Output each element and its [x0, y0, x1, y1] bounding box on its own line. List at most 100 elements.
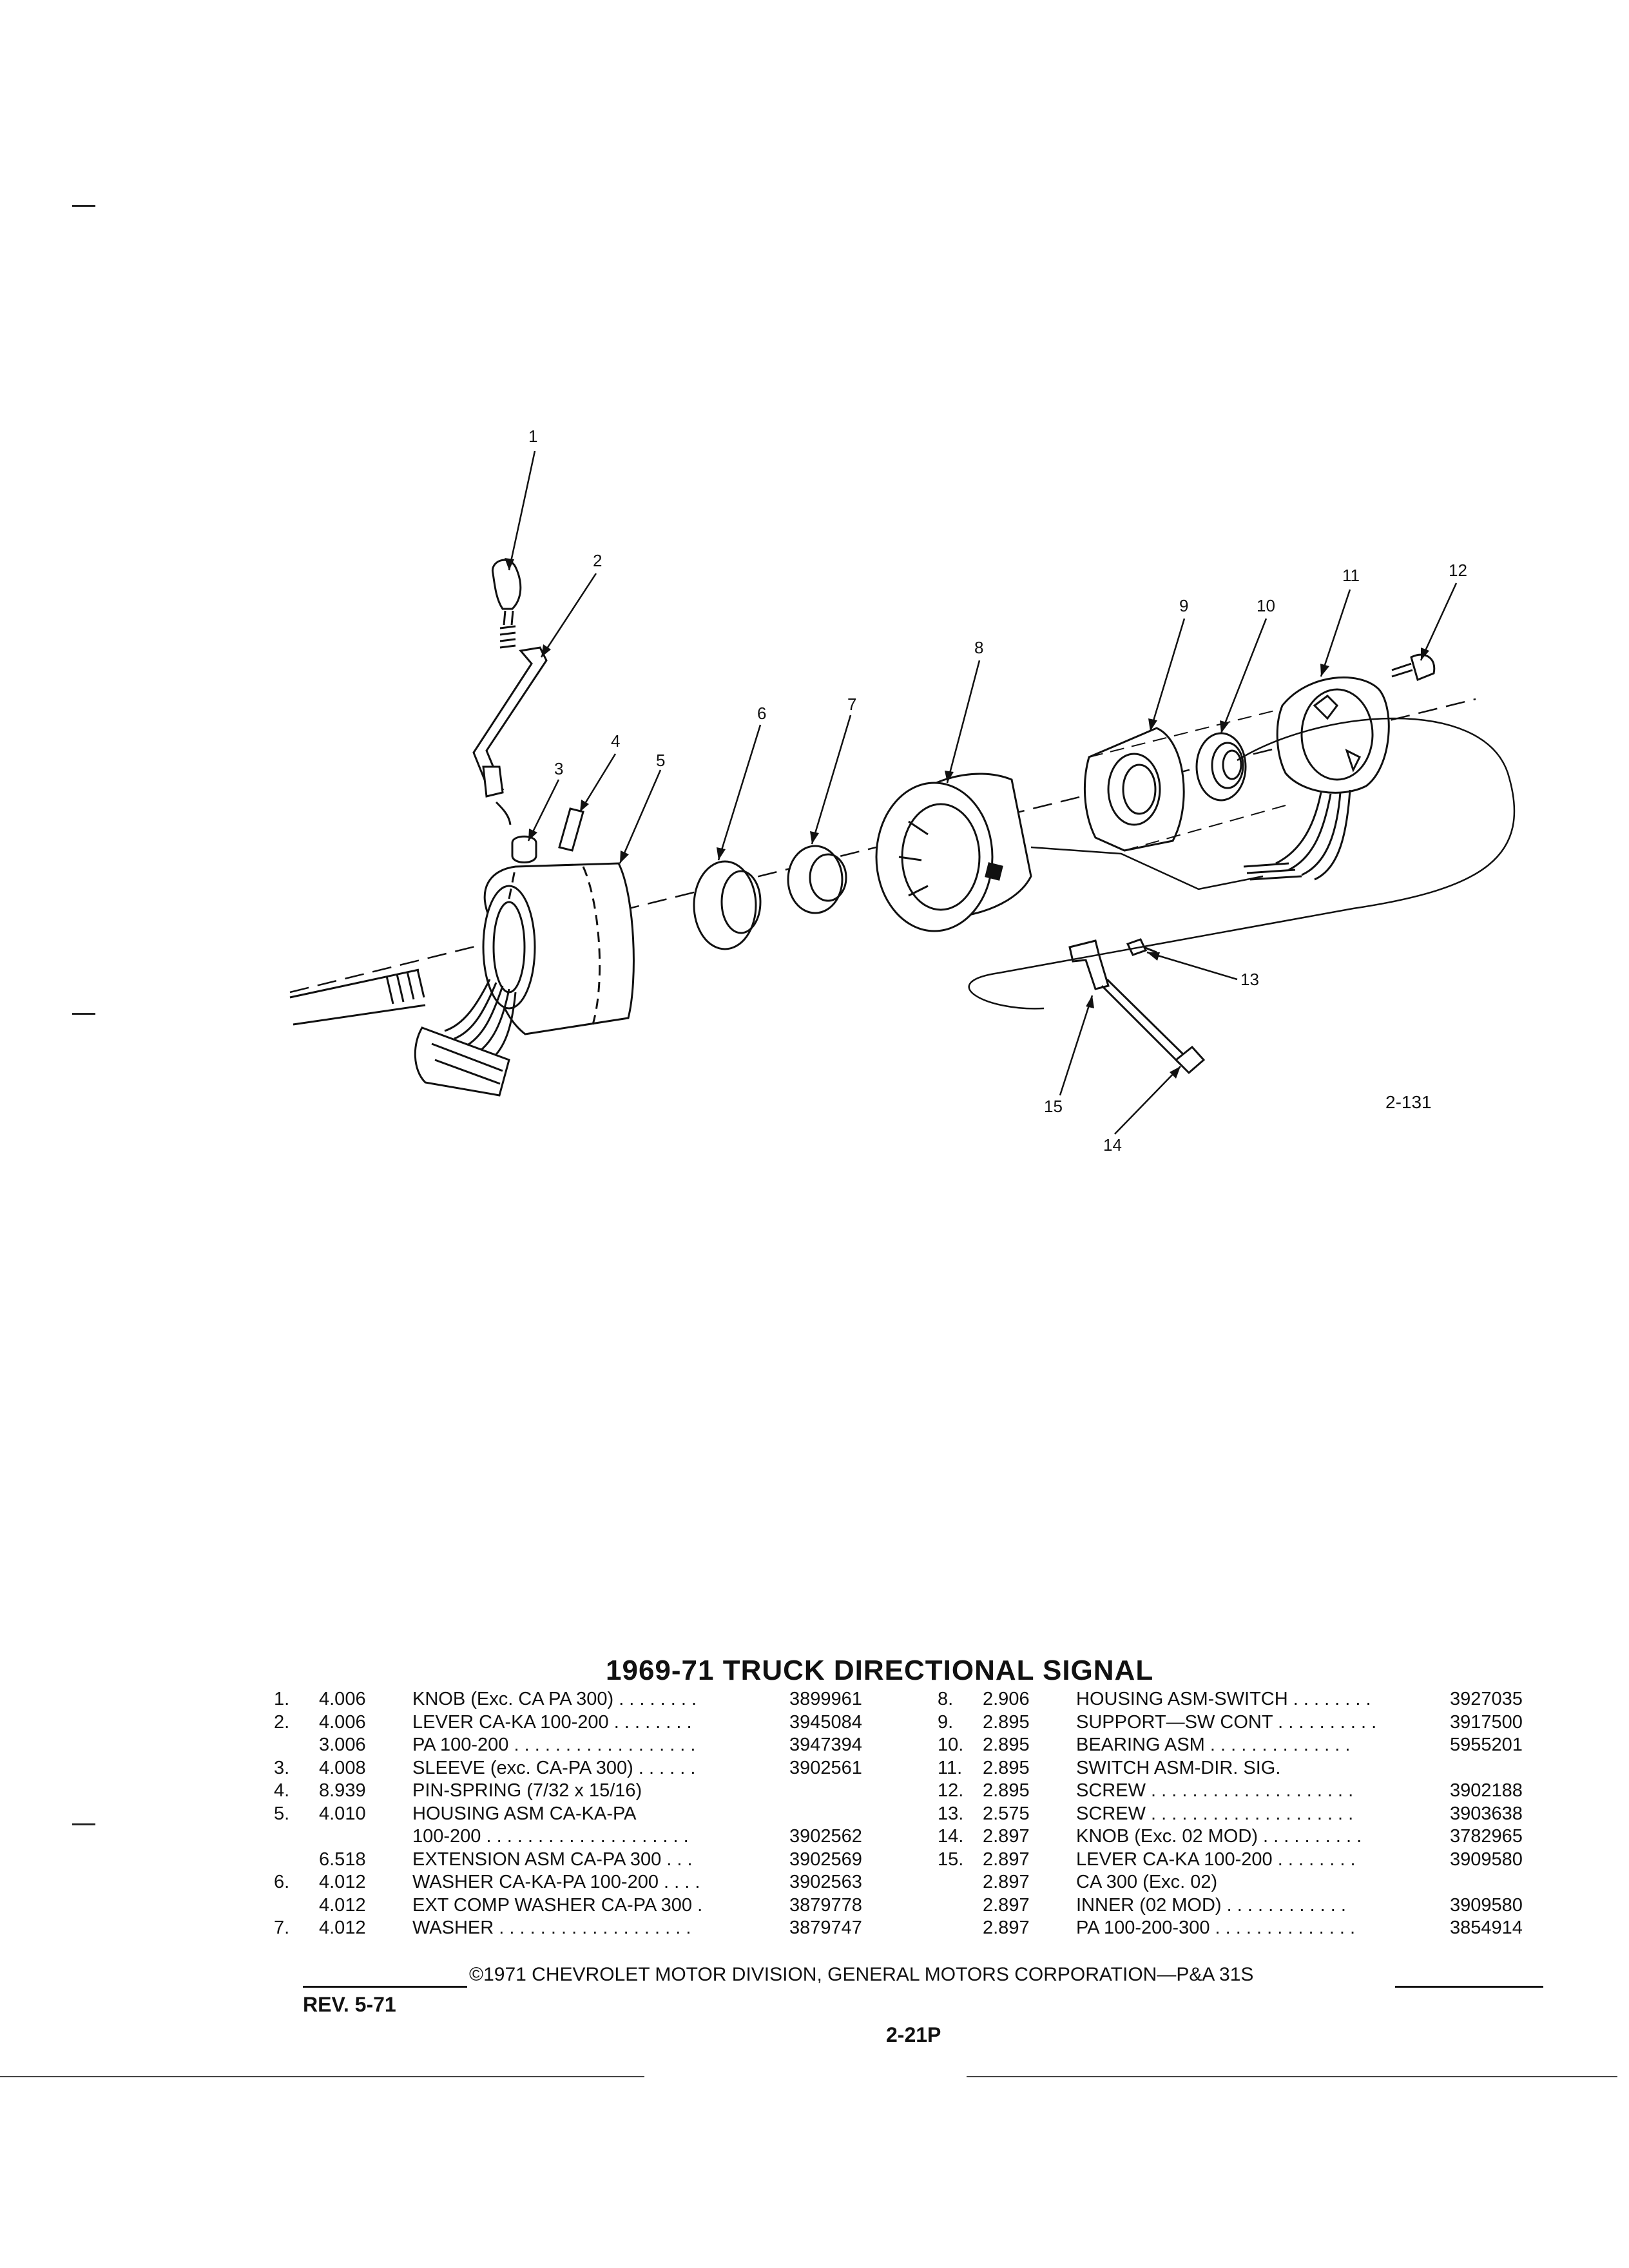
copyright-line: ©1971 CHEVROLET MOTOR DIVISION, GENERAL … [469, 1964, 1253, 1986]
item-number: 6. [274, 1872, 290, 1892]
shaft-threads [385, 969, 425, 1004]
margin-mark [72, 1823, 95, 1825]
part-number: 3945084 [789, 1711, 862, 1733]
arrowheads [505, 558, 1429, 1079]
callout-13: 13 [1240, 970, 1259, 989]
part-description: LEVER CA-KA 100-200 . . . . . . . . [1076, 1849, 1356, 1870]
callout-11: 11 [1342, 566, 1360, 585]
part-number: 3854914 [1450, 1917, 1523, 1938]
callout-14: 14 [1103, 1135, 1122, 1155]
part-3-sleeve [511, 835, 537, 863]
part-description: PA 100-200 . . . . . . . . . . . . . . .… [412, 1735, 696, 1755]
leader-lines [508, 450, 1458, 1135]
callout-6: 6 [757, 704, 767, 723]
part-description: PA 100-200-300 . . . . . . . . . . . . .… [1076, 1917, 1356, 1938]
callout-3: 3 [554, 759, 564, 778]
footer-rule-right [1395, 1986, 1543, 1988]
item-number: 12. [938, 1780, 964, 1801]
footer-rule-left [303, 1986, 467, 1988]
part-12-screw [1391, 653, 1436, 682]
part-number: 3902563 [789, 1872, 862, 1892]
callout-2: 2 [593, 551, 602, 570]
scan-edge-line [0, 2076, 644, 2077]
group-number: 4.012 [319, 1872, 366, 1892]
part-description: KNOB (Exc. 02 MOD) . . . . . . . . . . [1076, 1826, 1362, 1847]
part-number: 3903638 [1450, 1803, 1523, 1824]
part-description: HOUSING ASM CA-KA-PA [412, 1803, 637, 1824]
callout-7: 7 [847, 695, 857, 714]
part-description: SCREW . . . . . . . . . . . . . . . . . … [1076, 1780, 1354, 1801]
part-number: 3917500 [1450, 1711, 1523, 1733]
part-6-washer [693, 860, 762, 950]
part-15-lever [1068, 939, 1187, 1064]
part-14-knob [1174, 1045, 1206, 1075]
callout-15: 15 [1044, 1097, 1063, 1116]
part-description: LEVER CA-KA 100-200 . . . . . . . . [412, 1711, 692, 1733]
part-number: 3899961 [789, 1689, 862, 1709]
part-description: PIN-SPRING (7/32 x 15/16) [412, 1780, 642, 1801]
part-1-knob [492, 559, 522, 649]
part-description: HOUSING ASM-SWITCH . . . . . . . . [1076, 1689, 1371, 1709]
group-number: 2.897 [983, 1872, 1030, 1892]
group-number: 4.008 [319, 1757, 366, 1778]
part-description: SWITCH ASM-DIR. SIG. [1076, 1757, 1281, 1778]
group-number: 2.895 [983, 1757, 1030, 1778]
part-description: SUPPORT—SW CONT . . . . . . . . . . [1076, 1711, 1377, 1733]
margin-mark [72, 205, 95, 207]
page-title: 1969-71 TRUCK DIRECTIONAL SIGNAL [606, 1655, 1154, 1686]
copyright-text: ©1971 CHEVROLET MOTOR DIVISION, GENERAL … [469, 1964, 1254, 1985]
part-number: 3927035 [1450, 1689, 1523, 1709]
part-description: INNER (02 MOD) . . . . . . . . . . . . [1076, 1894, 1346, 1916]
group-number: 4.012 [319, 1894, 366, 1916]
item-number: 7. [274, 1917, 290, 1938]
part-description: KNOB (Exc. CA PA 300) . . . . . . . . [412, 1689, 697, 1709]
part-8-switch-housing [875, 773, 1032, 932]
group-number: 2.897 [983, 1826, 1030, 1847]
group-number: 8.939 [319, 1780, 366, 1801]
group-number: 2.895 [983, 1735, 1030, 1755]
part-2-lever [472, 646, 548, 825]
part-description: BEARING ASM . . . . . . . . . . . . . . [1076, 1735, 1351, 1755]
group-number: 2.895 [983, 1780, 1030, 1801]
item-number: 1. [274, 1689, 290, 1709]
part-description: SLEEVE (exc. CA-PA 300) . . . . . . [412, 1757, 696, 1778]
group-number: 4.006 [319, 1711, 366, 1733]
group-number: 2.897 [983, 1894, 1030, 1916]
callout-1: 1 [528, 427, 538, 446]
part-description: SCREW . . . . . . . . . . . . . . . . . … [1076, 1803, 1354, 1824]
part-7-washer [787, 845, 847, 914]
item-number: 13. [938, 1803, 964, 1824]
callout-8: 8 [974, 638, 984, 657]
group-number: 2.575 [983, 1803, 1030, 1824]
group-number: 4.010 [319, 1803, 366, 1824]
group-number: 6.518 [319, 1849, 366, 1870]
part-11-switch-asm [1243, 677, 1390, 881]
revision-label: REV. 5-71 [303, 1993, 396, 2016]
item-number: 10. [938, 1735, 964, 1755]
item-number: 9. [938, 1711, 954, 1733]
part-number: 3782965 [1450, 1826, 1523, 1847]
group-number: 4.012 [319, 1917, 366, 1938]
item-number: 14. [938, 1826, 964, 1847]
dashed-guide [1088, 708, 1286, 851]
part-number: 3902561 [789, 1757, 862, 1778]
item-number: 15. [938, 1849, 964, 1870]
part-number: 3902562 [789, 1826, 862, 1847]
part-number: 5955201 [1450, 1735, 1523, 1755]
group-number: 2.895 [983, 1711, 1030, 1733]
group-number: 2.897 [983, 1917, 1030, 1938]
part-description: 100-200 . . . . . . . . . . . . . . . . … [412, 1826, 689, 1847]
part-9-support [1083, 727, 1185, 852]
item-number: 3. [274, 1757, 290, 1778]
wiring-path [1030, 846, 1264, 890]
part-number: 3879778 [789, 1894, 862, 1916]
figure-reference: 2-131 [1385, 1092, 1432, 1112]
group-number: 2.906 [983, 1689, 1030, 1709]
steering-shaft [289, 968, 426, 1026]
part-number: 3902188 [1450, 1780, 1523, 1801]
callout-4: 4 [611, 731, 621, 751]
item-number: 11. [938, 1757, 963, 1778]
part-4-pin [558, 807, 584, 852]
part-description: CA 300 (Exc. 02) [1076, 1872, 1218, 1892]
